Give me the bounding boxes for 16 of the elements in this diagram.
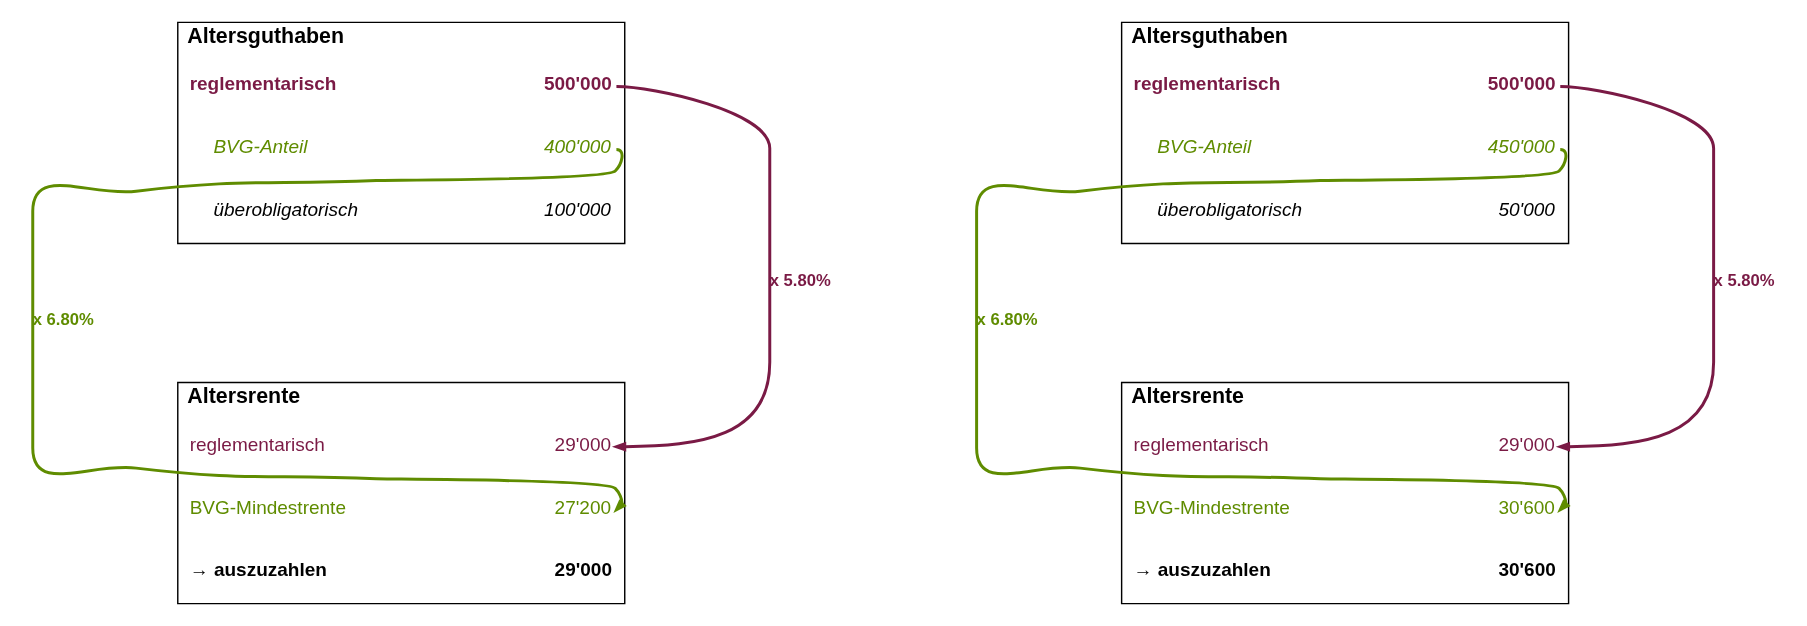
- node-text: reglementarisch 29'000: [189, 434, 612, 456]
- node-text: BVG-Mindestrente 30'600: [1133, 497, 1555, 519]
- node-text: überobligatorisch 100'000: [213, 198, 611, 220]
- arrow: [31, 149, 627, 514]
- node-text: BVG-Mindestrente 27'200: [189, 497, 612, 519]
- node-text: → auszuzahlen 30'600: [1133, 559, 1556, 581]
- arrow: [611, 85, 772, 452]
- node-text: BVG-Anteil 400'000: [213, 135, 611, 157]
- node-text: reglementarisch 29'000: [1133, 434, 1555, 456]
- node-text: überobligatorisch 50'000: [1157, 198, 1555, 220]
- arrow: [975, 149, 1571, 514]
- node-text: reglementarisch 500'000: [189, 72, 612, 94]
- node-text: → auszuzahlen 29'000: [189, 559, 612, 581]
- node-text: reglementarisch 500'000: [1133, 72, 1556, 94]
- node-text: BVG-Anteil 450'000: [1157, 135, 1555, 157]
- arrow: [1555, 85, 1716, 452]
